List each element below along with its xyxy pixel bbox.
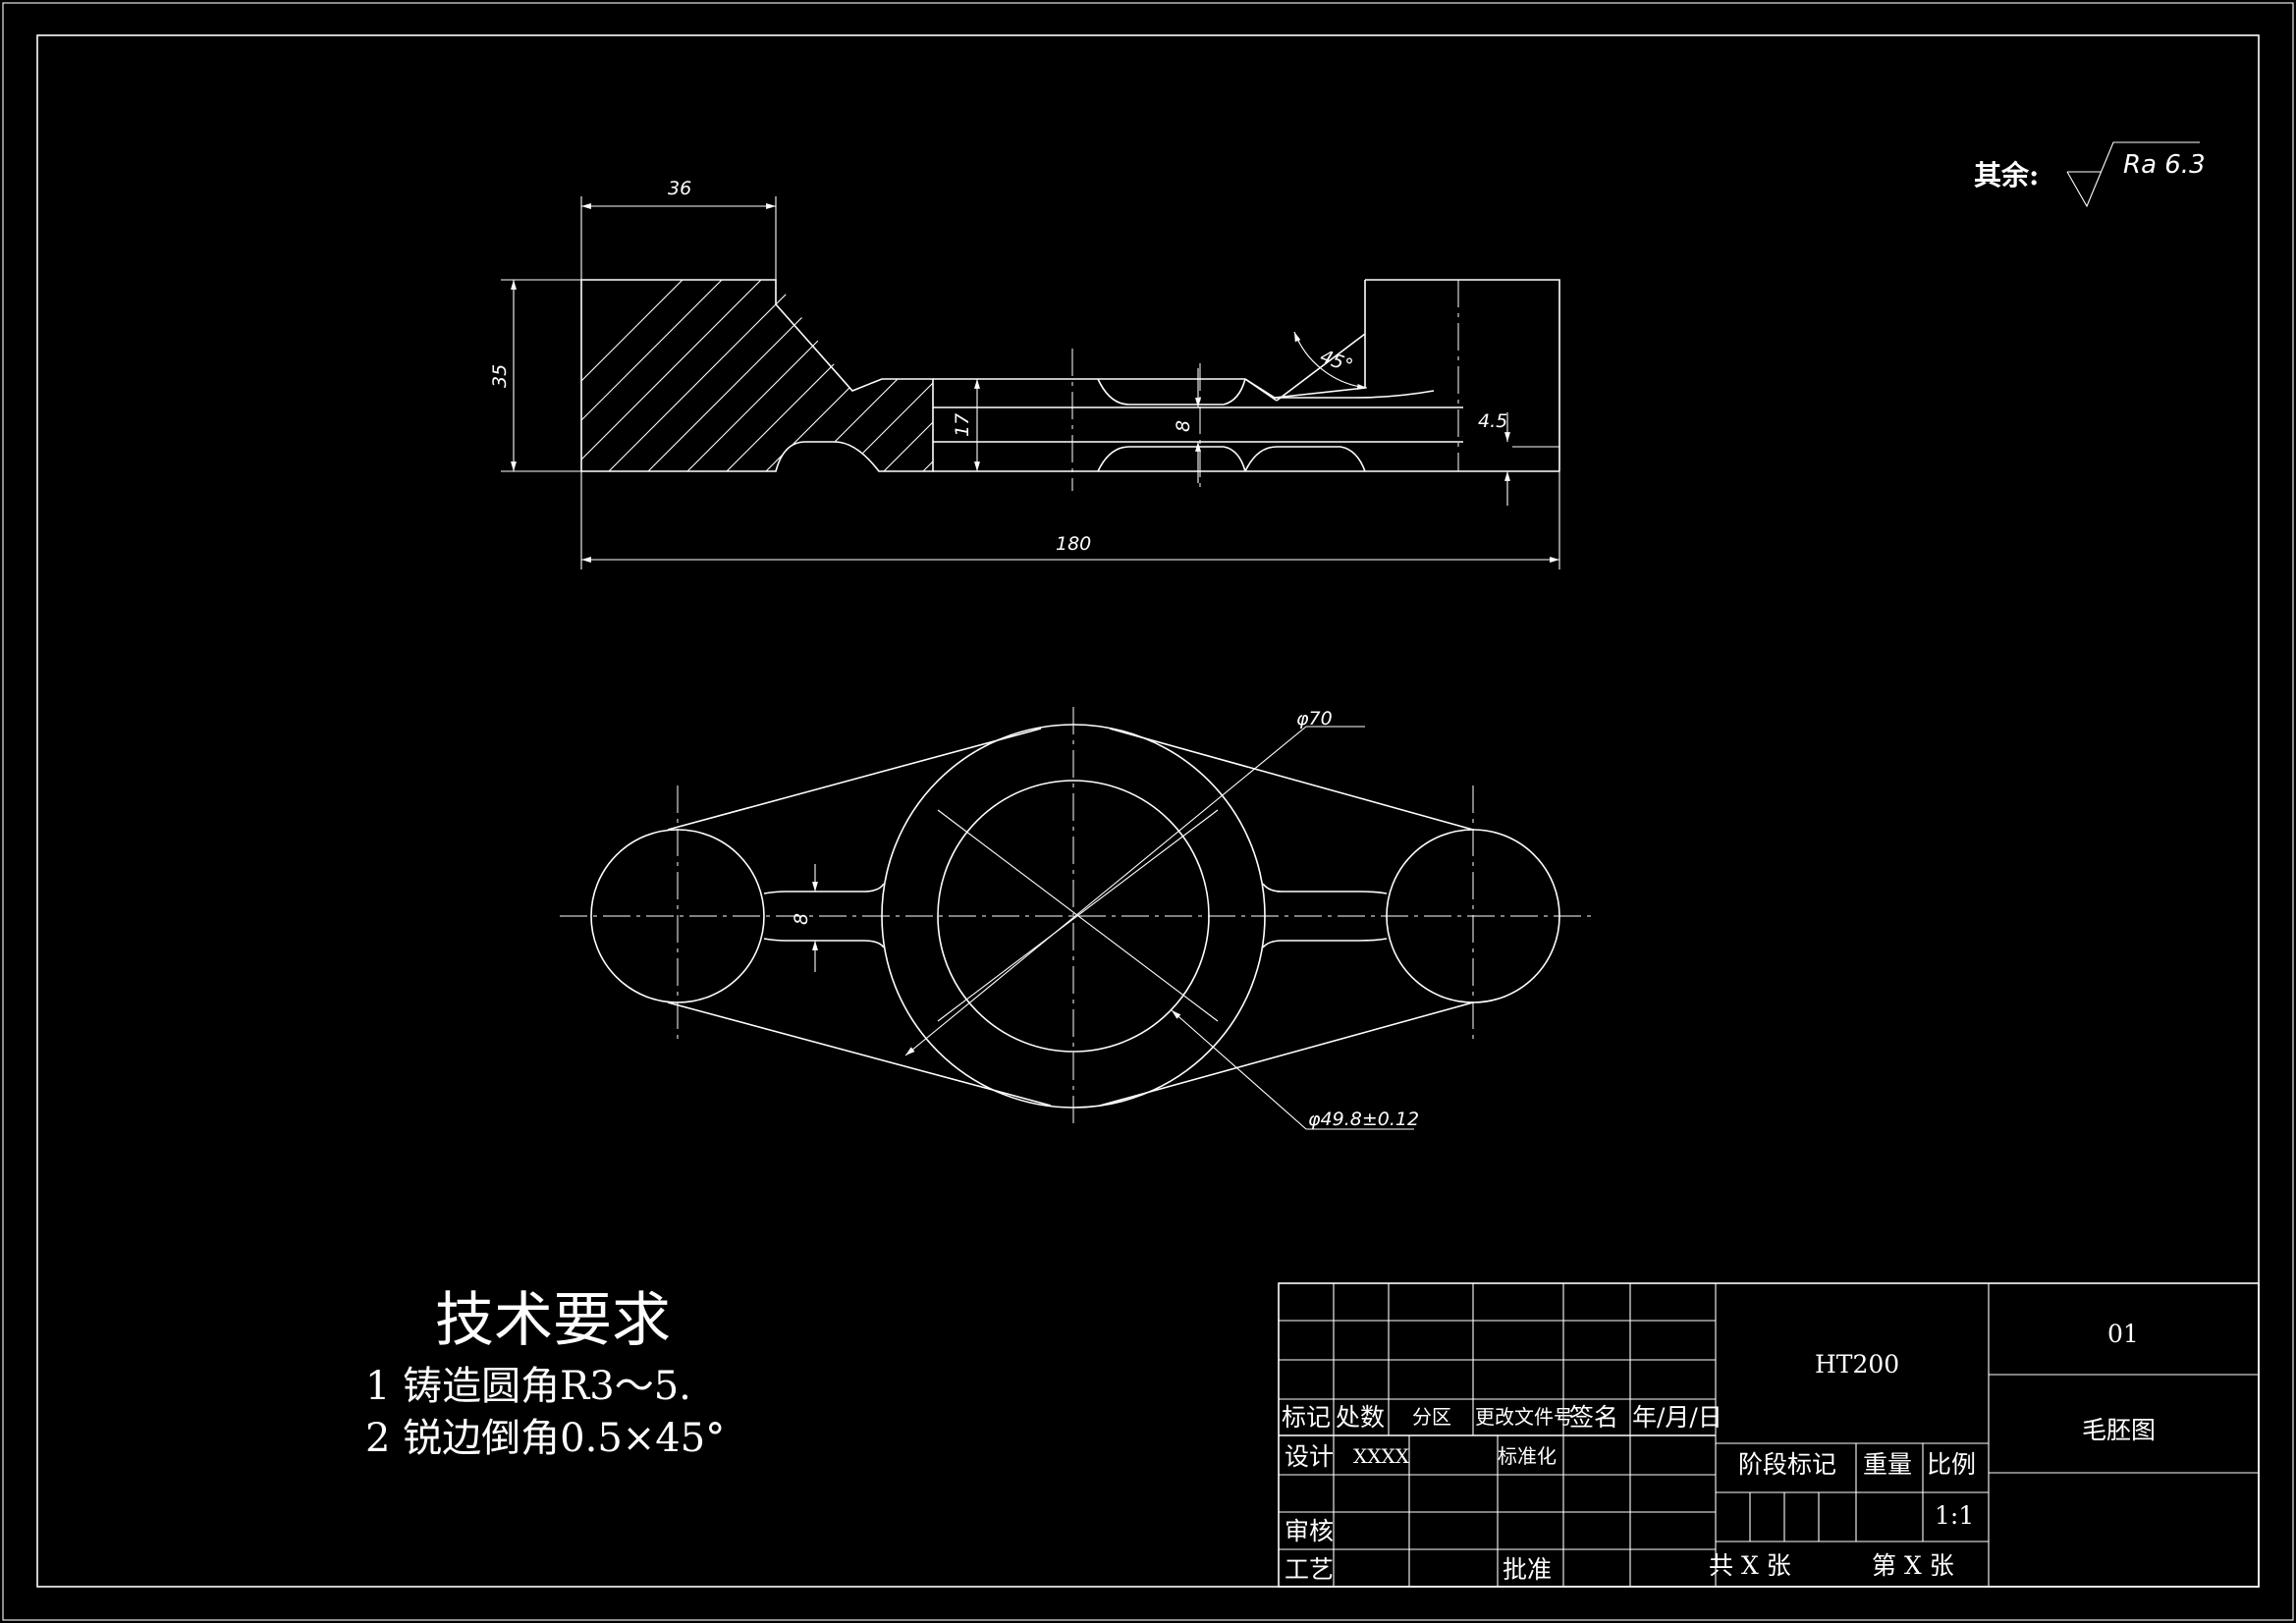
tb-role-review: 审核	[1285, 1517, 1334, 1545]
dim-top-web: 8	[791, 913, 812, 925]
tb-weight: 重量	[1863, 1450, 1912, 1479]
inner-border	[36, 34, 2260, 1588]
technical-requirements: 技术要求 1 铸造圆角R3～5. 2 锐边倒角0.5×45°	[365, 1286, 725, 1461]
tb-scale-label: 比例	[1927, 1450, 1976, 1479]
requirement-item: 1 铸造圆角R3～5.	[365, 1364, 691, 1409]
title-block: 标记 处数 分区 更改文件号 签名 年/月/日 设计 XXXX 标准化 审核 工…	[1278, 1282, 2260, 1588]
top-view: φ70 φ49.8±0.12 8	[560, 707, 1591, 1130]
tb-role-standard: 标准化	[1498, 1444, 1557, 1468]
boss-outer-circle	[881, 724, 1266, 1109]
tb-role-design: 设计	[1285, 1442, 1334, 1471]
tb-material: HT200	[1815, 1350, 1899, 1379]
tb-designer: XXXX	[1353, 1444, 1410, 1468]
dim-inner-dia: φ49.8±0.12	[1308, 1109, 1419, 1130]
roughness-symbol: 其余: Ra 6.3	[1974, 141, 2206, 208]
dim-width-top: 36	[668, 178, 691, 199]
tb-role-approve: 批准	[1503, 1555, 1552, 1584]
part-outline-left	[580, 279, 934, 472]
tb-drawing-no: 01	[2107, 1320, 2139, 1348]
tb-sheet-no: 第 X 张	[1872, 1551, 1954, 1580]
requirements-title: 技术要求	[435, 1286, 671, 1355]
tb-total-sheets: 共 X 张	[1709, 1551, 1791, 1580]
front-view: 36 35 17 8 45° 4.5 180	[489, 178, 1560, 569]
tb-header-qty: 处数	[1336, 1403, 1385, 1432]
dim-slot: 8	[1173, 420, 1194, 432]
roughness-value: Ra 6.3	[2123, 150, 2206, 180]
dim-offset: 4.5	[1478, 410, 1507, 432]
tb-role-process: 工艺	[1285, 1555, 1334, 1584]
dim-angle: 45°	[1317, 346, 1355, 377]
left-lug-circle	[590, 829, 765, 1003]
tb-header-zone: 分区	[1412, 1405, 1451, 1429]
tb-drawing-name: 毛胚图	[2082, 1416, 2156, 1444]
dim-outer-dia: φ70	[1296, 708, 1333, 730]
section-hatch	[581, 280, 933, 471]
tb-header-date: 年/月/日	[1632, 1403, 1722, 1432]
tb-header-sign: 签名	[1569, 1403, 1618, 1432]
tb-header-doc-no: 更改文件号	[1475, 1405, 1573, 1429]
roughness-prefix: 其余:	[1974, 159, 2039, 191]
tb-stage-mark: 阶段标记	[1738, 1450, 1836, 1479]
dim-web: 17	[952, 413, 973, 437]
tb-scale: 1:1	[1935, 1501, 1974, 1530]
bore-circle	[937, 780, 1210, 1053]
dim-height: 35	[489, 364, 511, 388]
tb-header-mark: 标记	[1282, 1403, 1331, 1432]
requirement-item: 2 锐边倒角0.5×45°	[365, 1416, 725, 1461]
dim-length: 180	[1056, 533, 1091, 555]
